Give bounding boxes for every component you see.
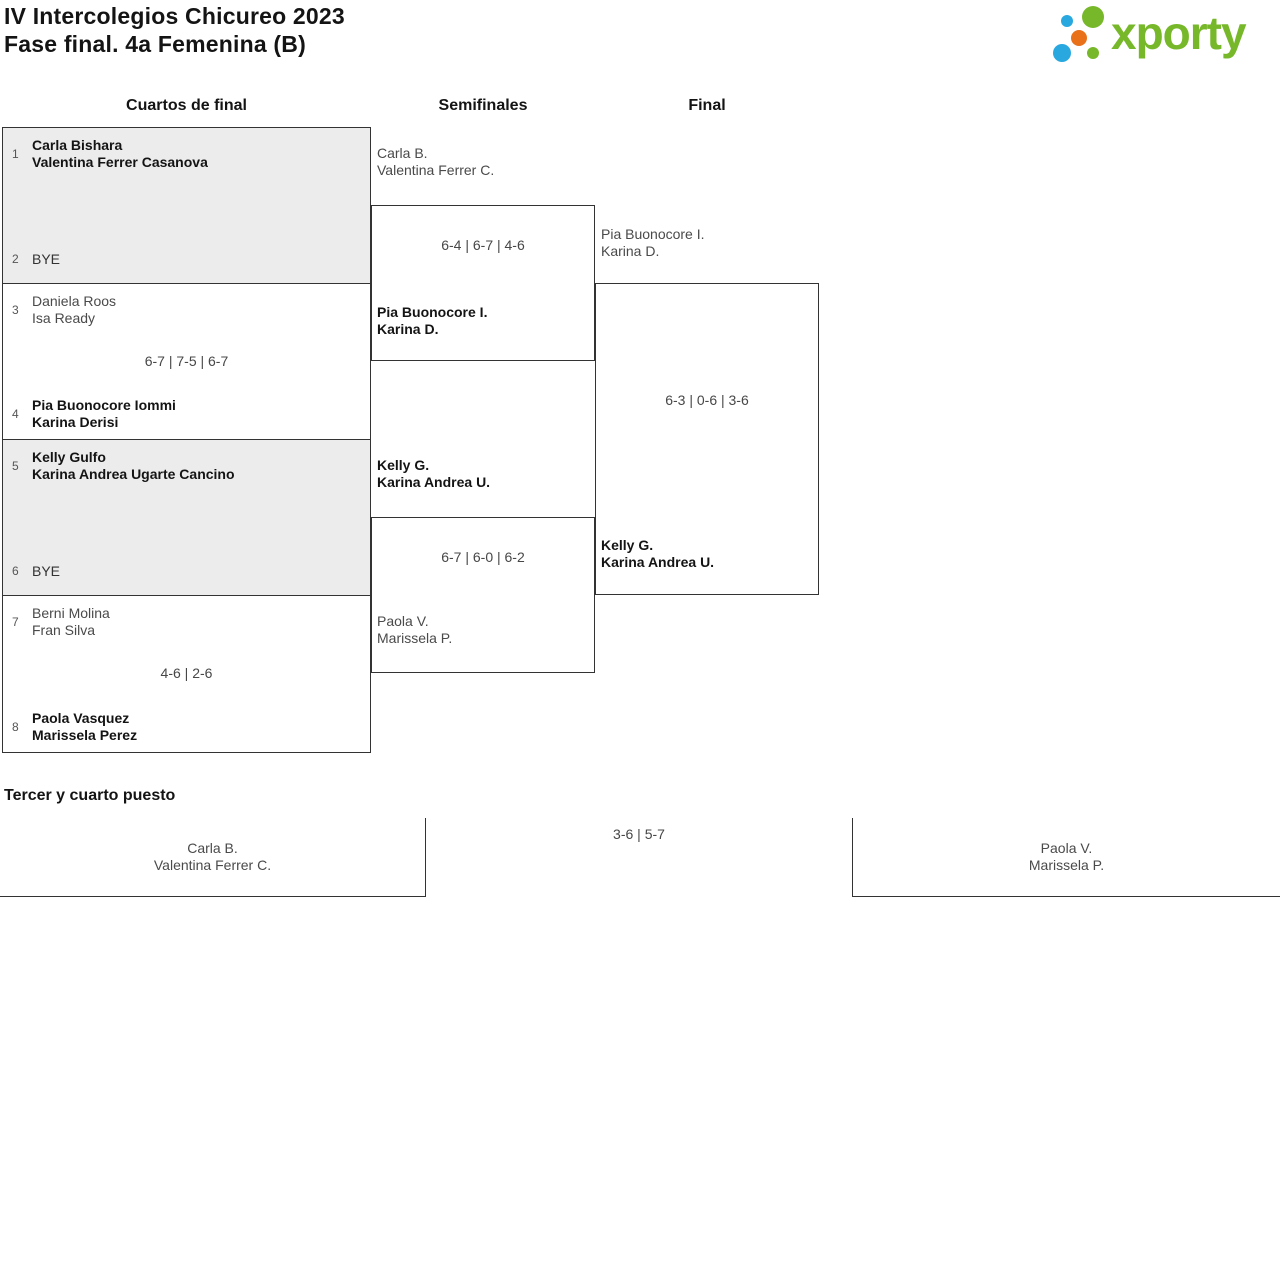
team-label-third-right: Paola V. Marissela P. [853,840,1280,874]
player-name: Marissela P. [1028,857,1105,873]
seed-number: 1 [12,147,19,161]
match-box-sf2 [371,517,595,673]
match-score: 6-7 | 7-5 | 6-7 [144,353,229,369]
team-label-third-left: Carla B. Valentina Ferrer C. [0,840,425,874]
player-name: Isa Ready [32,310,96,326]
team-label-sf1-bottom: Pia Buonocore I. Karina D. [377,304,487,338]
logo-dot-icon [1087,47,1099,59]
player-name: Karina D. [377,321,439,337]
match-score: 3-6 | 5-7 [613,826,665,842]
player-name: Karina Derisi [32,414,119,430]
player-name: Kelly G. [601,537,654,553]
team-name: Daniela Roos Isa Ready [32,293,116,327]
player-name: Marissela Perez [32,727,138,743]
team-slot: 8 Paola Vasquez Marissela Perez [12,710,137,744]
team-label-sf2-bottom: Paola V. Marissela P. [377,613,452,647]
round-header-final: Final [688,97,726,114]
team-name: Carla Bishara Valentina Ferrer Casanova [32,137,208,171]
team-label-sf1-top: Carla B. Valentina Ferrer C. [377,145,494,179]
player-name: Paola V. [1040,840,1093,856]
logo-dot-icon [1082,6,1104,28]
seed-number: 5 [12,459,19,473]
team-slot: 2 BYE [12,251,60,267]
seed-number: 2 [12,252,19,266]
team-name: Kelly Gulfo Karina Andrea Ugarte Cancino [32,449,235,483]
match-score: 6-7 | 6-0 | 6-2 [441,549,525,565]
tournament-title: IV Intercolegios Chicureo 2023 [4,3,345,29]
page-title: IV Intercolegios Chicureo 2023 Fase fina… [4,2,345,58]
team-slot: 4 Pia Buonocore Iommi Karina Derisi [12,397,176,431]
xporty-logo[interactable]: xporty [1045,4,1277,70]
player-name: Carla Bishara [32,137,123,153]
team-name: Pia Buonocore Iommi Karina Derisi [32,397,176,431]
team-slot: 6 BYE [12,563,60,579]
bracket-subtitle: Fase final. 4a Femenina (B) [4,31,306,57]
match-box-qf1: 1 Carla Bishara Valentina Ferrer Casanov… [3,128,370,284]
player-name: Fran Silva [32,622,96,638]
match-box-sf1 [371,205,595,361]
seed-number: 4 [12,407,19,421]
team-slot: 5 Kelly Gulfo Karina Andrea Ugarte Canci… [12,449,235,483]
player-name: Kelly Gulfo [32,449,106,465]
player-name: Valentina Ferrer Casanova [32,154,208,170]
seed-number: 8 [12,720,19,734]
team-slot: 3 Daniela Roos Isa Ready [12,293,116,327]
team-label-final-bottom: Kelly G. Karina Andrea U. [601,537,714,571]
player-name: Karina Andrea Ugarte Cancino [32,466,235,482]
seed-number: 7 [12,615,19,629]
player-name: Daniela Roos [32,293,117,309]
player-name: Pia Buonocore I. [601,226,705,242]
logo-dot-icon [1071,30,1087,46]
match-score: 6-3 | 0-6 | 3-6 [665,392,749,408]
third-place-heading: Tercer y cuarto puesto [4,787,176,804]
match-box-qf3: 5 Kelly Gulfo Karina Andrea Ugarte Canci… [3,440,370,596]
match-box-qf4: 7 Berni Molina Fran Silva 8 Paola Vasque… [3,596,370,752]
player-name: Valentina Ferrer C. [377,162,495,178]
player-name: Pia Buonocore Iommi [32,397,176,413]
team-name: Berni Molina Fran Silva [32,605,110,639]
player-name: Carla B. [377,145,428,161]
round-header-semifinals: Semifinales [438,97,528,114]
bye-label: BYE [32,251,61,267]
match-box-qf2: 3 Daniela Roos Isa Ready 4 Pia Buonocore… [3,284,370,440]
player-name: Paola V. [377,613,429,629]
player-name: Karina Andrea U. [377,474,491,490]
team-slot: 7 Berni Molina Fran Silva [12,605,110,639]
third-place-left-box: Carla B. Valentina Ferrer C. [0,818,426,897]
player-name: Carla B. [187,840,238,856]
third-place-right-box: Paola V. Marissela P. [852,818,1280,897]
player-name: Pia Buonocore I. [377,304,488,320]
logo-wordmark: xporty [1111,7,1247,59]
logo-dot-icon [1061,15,1073,27]
player-name: Kelly G. [377,457,430,473]
seed-number: 3 [12,303,19,317]
round-header-quarterfinals: Cuartos de final [126,97,247,114]
match-box-final [595,283,819,595]
team-name: Paola Vasquez Marissela Perez [32,710,137,744]
team-label-sf2-top: Kelly G. Karina Andrea U. [377,457,490,491]
player-name: Karina Andrea U. [601,554,715,570]
player-name: Paola Vasquez [32,710,130,726]
quarterfinals-column: 1 Carla Bishara Valentina Ferrer Casanov… [2,127,371,753]
player-name: Berni Molina [32,605,110,621]
player-name: Marissela P. [377,630,453,646]
team-slot: 1 Carla Bishara Valentina Ferrer Casanov… [12,137,208,171]
player-name: Karina D. [601,243,660,259]
match-score: 4-6 | 2-6 [160,665,213,681]
bye-label: BYE [32,563,61,579]
logo-dot-icon [1053,44,1071,62]
match-score: 6-4 | 6-7 | 4-6 [441,237,525,253]
player-name: Valentina Ferrer C. [153,857,272,873]
team-label-final-top: Pia Buonocore I. Karina D. [601,226,705,260]
seed-number: 6 [12,564,19,578]
